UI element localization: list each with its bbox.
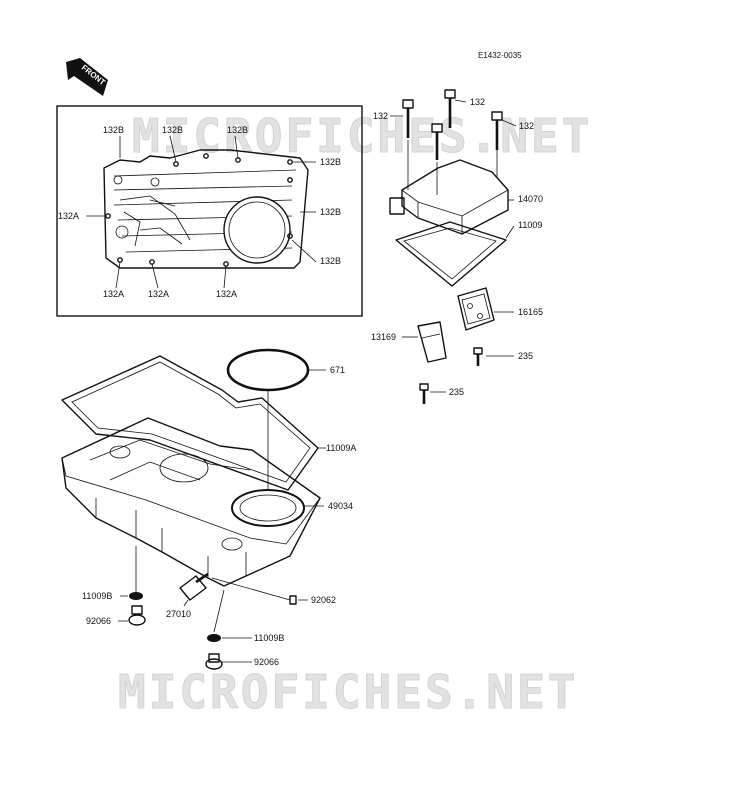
callout-16165: 16165	[518, 307, 543, 317]
watermark-top: MICROFICHES.NET	[132, 109, 592, 163]
callout-49034: 49034	[328, 501, 353, 511]
callout-132b-5: 132B	[320, 207, 341, 217]
oil-pan-bottom-view	[103, 149, 309, 269]
gasket-11009	[395, 221, 507, 287]
o-ring-671	[226, 348, 310, 392]
front-arrow-icon: FRONT	[66, 58, 108, 96]
bolts-235	[419, 347, 483, 404]
callout-132a-4: 132A	[216, 289, 237, 299]
bolts-132	[402, 89, 503, 160]
oil-pan	[61, 417, 321, 587]
callout-132b-6: 132B	[320, 256, 341, 266]
watermark-bottom: MICROFICHES.NET	[118, 665, 578, 719]
inset-leader-lines	[86, 135, 317, 289]
callout-132b-1: 132B	[103, 125, 124, 135]
washer-bolt-left	[128, 592, 146, 626]
inset-frame	[56, 105, 363, 317]
callout-235-2: 235	[449, 387, 464, 397]
callout-132b-2: 132B	[162, 125, 183, 135]
callout-671: 671	[330, 365, 345, 375]
callout-11009: 11009	[518, 220, 542, 230]
element-16165	[457, 287, 495, 331]
callout-132a-1: 132A	[58, 211, 79, 221]
diagram-code: E1432-0035	[478, 51, 522, 60]
callout-235-1: 235	[518, 351, 533, 361]
pressure-switch-27010	[179, 572, 209, 601]
callout-13169: 13169	[371, 332, 396, 342]
callout-11009b-1: 11009B	[82, 591, 112, 601]
callout-132-3: 132	[519, 121, 534, 131]
callout-92062: 92062	[311, 595, 336, 605]
callout-11009a: 11009A	[326, 443, 356, 453]
callout-92066-2: 92066	[254, 657, 279, 667]
callout-132b-3: 132B	[227, 125, 248, 135]
callout-132a-3: 132A	[148, 289, 169, 299]
callout-27010: 27010	[166, 609, 191, 619]
bracket-13169	[417, 321, 447, 363]
callout-132-2: 132	[470, 97, 485, 107]
callout-11009b-2: 11009B	[254, 633, 284, 643]
callout-132-1: 132	[373, 111, 388, 121]
plug-92062	[289, 595, 297, 605]
callout-92066-1: 92066	[86, 616, 111, 626]
callout-132a-2: 132A	[103, 289, 124, 299]
callout-132b-4: 132B	[320, 157, 341, 167]
gasket-11009a	[61, 355, 319, 491]
callout-14070: 14070	[518, 194, 543, 204]
washer-bolt-bottom	[205, 634, 223, 670]
